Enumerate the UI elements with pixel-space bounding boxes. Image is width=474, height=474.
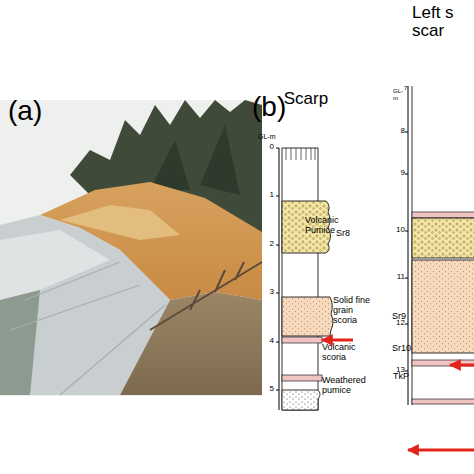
- depth-number: 2: [255, 240, 274, 249]
- scarp-column: [276, 148, 353, 410]
- depth-number: 1: [255, 191, 274, 200]
- strata-column: Left s scar: [412, 4, 472, 404]
- layer-code: Sr10: [392, 344, 411, 354]
- layer-code: Sr8: [336, 229, 350, 239]
- depth-number: 12: [386, 319, 405, 328]
- depth-number: 13: [386, 366, 405, 375]
- panel-letter: (b): [252, 92, 286, 123]
- layer-label: Volcanic scoria: [322, 343, 366, 363]
- depth-number: 10: [386, 226, 405, 235]
- depth-number: 11: [386, 273, 405, 282]
- left-side-column: [405, 86, 474, 405]
- axis-title: GL-m: [393, 88, 405, 101]
- depth-number: 0: [255, 143, 274, 152]
- red-arrow: [408, 449, 474, 452]
- layer-label: Weathered pumice: [322, 376, 374, 396]
- column-heading: Left s scar: [412, 4, 460, 40]
- depth-number: 8: [386, 127, 405, 136]
- depth-number: 9: [386, 169, 405, 178]
- landslide-photo: [0, 100, 262, 396]
- panel-letter: (a): [8, 96, 42, 127]
- depth-number: 7: [404, 85, 407, 92]
- depth-number: 4: [255, 337, 274, 346]
- axis-title: GL-m: [258, 133, 280, 141]
- strata-column: Scarp: [276, 90, 336, 412]
- layer-label: Solid fine grain scoria: [333, 296, 377, 326]
- depth-number: 3: [255, 288, 274, 297]
- depth-number: 5: [255, 385, 274, 394]
